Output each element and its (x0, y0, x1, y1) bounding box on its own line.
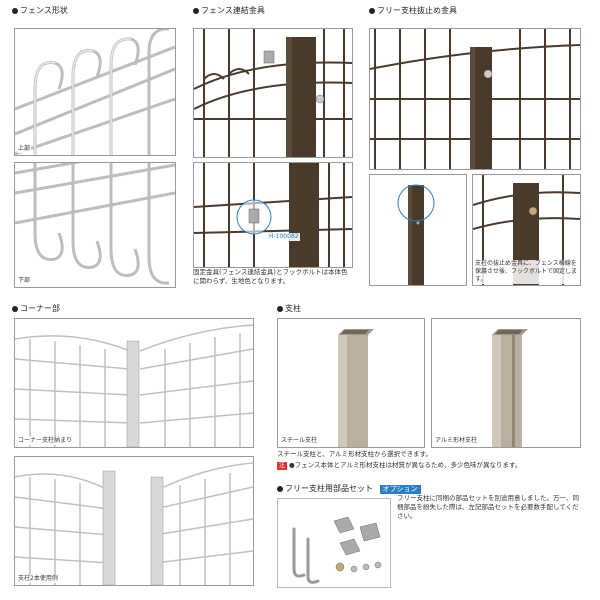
post-note-1: スチール支柱と、アルミ形材支柱から選択できます。 (277, 450, 433, 458)
fence-shape-lower-panel: 下部 (14, 162, 176, 288)
connector-callout: H-100082 (268, 233, 300, 241)
parts-set-title: フリー支柱用部品セット オプション (277, 484, 421, 494)
corner-bottom-label: 支柱2本使用例 (17, 575, 59, 583)
alu-post-label: アルミ形材支柱 (434, 437, 478, 445)
free-post-stopper-title: フリー支柱抜止め金具 (369, 6, 457, 16)
corner-top-panel: コーナー支柱納まり (14, 318, 254, 448)
fence-shape-upper-panel: 上部 (14, 28, 176, 156)
connector-top-panel (193, 28, 353, 158)
fence-upper-image (15, 29, 175, 155)
upper-label: 上部 (17, 145, 32, 153)
bullet-icon (12, 305, 18, 312)
post-note-2: 注●フェンス本体とアルミ形材支柱は材質が異なるため、多少色味が異なります。 (277, 461, 579, 470)
corner-title: コーナー部 (12, 304, 60, 314)
corner-bottom-panel: 支柱2本使用例 (14, 456, 254, 586)
alu-post-panel: アルミ形材支柱 (431, 318, 581, 448)
stopper-top-image (370, 29, 580, 169)
steel-post-label: スチール支柱 (280, 437, 319, 445)
bullet-icon (12, 7, 18, 14)
warning-badge: 注 (277, 462, 288, 470)
lower-label: 下部 (17, 277, 32, 285)
corner-top-label: コーナー支柱納まり (17, 437, 74, 445)
bullet-icon (277, 485, 283, 492)
post-title: 支柱 (277, 304, 301, 314)
alu-post-image (492, 329, 528, 447)
connector-bottom-image (194, 163, 352, 267)
fence-lower-image (15, 163, 175, 285)
parts-set-note: フリー支柱に同梱の部品セットを別途用意しました。万一、同梱部品を紛失した際は、左… (397, 494, 579, 520)
steel-post-image (338, 329, 374, 447)
post-note-2-text: ●フェンス本体とアルミ形材支柱は材質が異なるため、多少色味が異なります。 (289, 461, 522, 469)
bullet-icon (369, 7, 375, 14)
fence-connector-title: フェンス連結金具 (193, 6, 265, 16)
stopper-post-image (397, 184, 435, 285)
connector-top-image (194, 29, 352, 157)
stopper-top-panel (369, 28, 581, 170)
corner-bottom-image (15, 462, 253, 585)
stopper-detail-panel: 支柱の抜止め金具に、フェンス横線を保護させ後、フックボルトで固定します。 (472, 174, 581, 286)
parts-set-image (292, 516, 382, 584)
bullet-icon (193, 7, 199, 14)
corner-top-image (15, 324, 253, 447)
stopper-note: 支柱の抜止め金具に、フェンス横線を保護させ後、フックボルトで固定します。 (474, 260, 580, 284)
connector-note: 固定金具(フェンス連結金具)とフックボルトは本体色に関わらず、生地色となります。 (193, 268, 348, 285)
fence-shape-title: フェンス形状 (12, 6, 68, 16)
stopper-post-panel (369, 174, 467, 286)
connector-bottom-panel: H-100082 (193, 162, 353, 268)
parts-set-panel (277, 498, 391, 588)
option-badge: オプション (379, 485, 421, 494)
steel-post-panel: スチール支柱 (277, 318, 425, 448)
bullet-icon (277, 305, 283, 312)
